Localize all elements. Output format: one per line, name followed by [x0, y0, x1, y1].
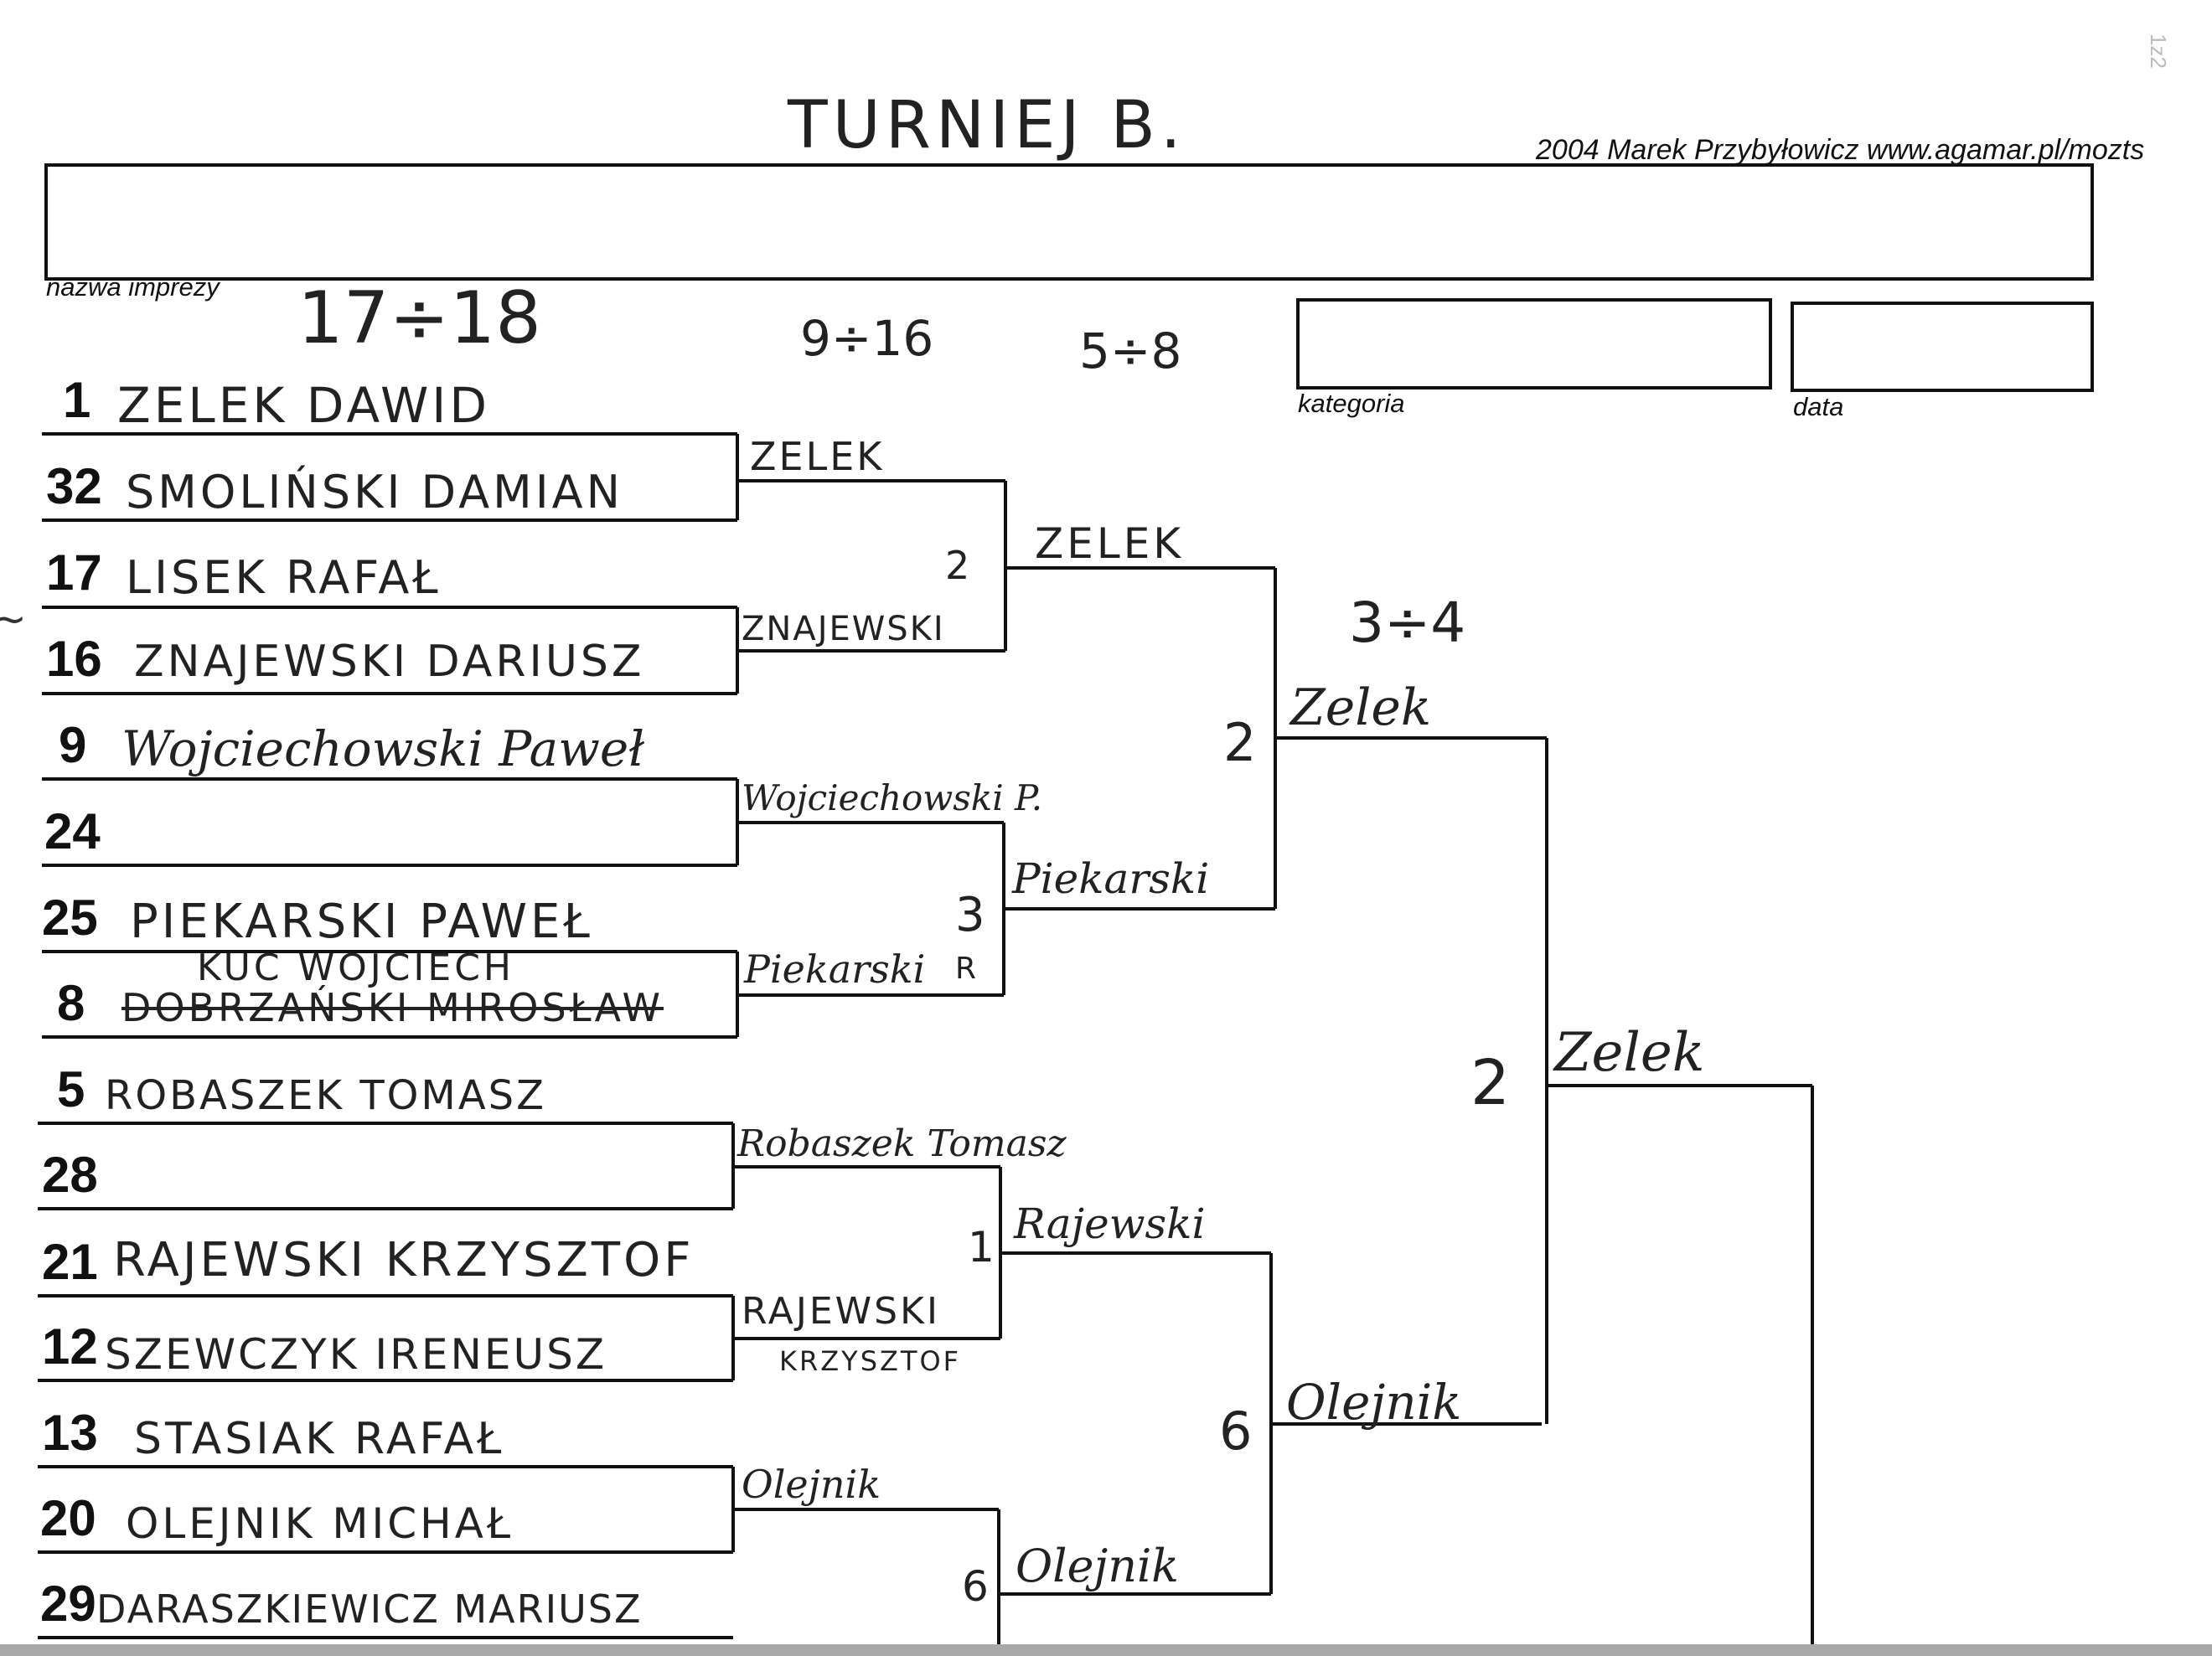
event-name-box	[44, 163, 2094, 281]
player-name: ZNAJEWSKI DARIUSZ	[134, 637, 645, 687]
seed-number: 5	[57, 1061, 85, 1117]
seed-number: 1	[63, 372, 91, 428]
match-score: 2	[1223, 712, 1257, 773]
round-note-5-8: 5÷8	[1079, 322, 1182, 379]
match-score: 1	[968, 1223, 995, 1272]
seed-number: 9	[59, 717, 87, 773]
seed-number: 20	[40, 1490, 96, 1546]
date-label: data	[1793, 392, 1844, 421]
match-score: 3	[955, 888, 985, 942]
seed-number: 17	[46, 544, 102, 601]
player-name: DARASZKIEWICZ MARIUSZ	[96, 1586, 643, 1632]
round2-winner: Olejnik	[742, 1462, 881, 1507]
round2-winner: Wojciechowski P.	[742, 777, 1043, 818]
seed-number: 21	[42, 1234, 98, 1290]
match-score: 2	[945, 543, 970, 588]
player-name: STASIAK RAFAŁ	[134, 1414, 505, 1464]
round-note-9-16: 9÷16	[800, 310, 934, 367]
player-name: LISEK RAFAŁ	[126, 551, 442, 604]
round3-winner: ZELEK	[1035, 519, 1185, 568]
round2-winner: Piekarski	[744, 947, 926, 992]
seed-number: 13	[42, 1405, 98, 1461]
seed-number: 28	[42, 1147, 98, 1203]
player-name: RAJEWSKI KRZYSZTOF	[113, 1233, 695, 1287]
match-note: R	[955, 952, 977, 986]
seed-number: 32	[46, 458, 102, 514]
match-score: 2	[1470, 1047, 1511, 1119]
seed-number: 12	[42, 1318, 98, 1375]
player-name: PIEKARSKI PAWEŁ	[130, 895, 593, 949]
round2-winner: ZNAJEWSKI	[742, 610, 945, 648]
credit-text: 2004 Marek Przybyłowicz www.agamar.pl/mo…	[1536, 134, 2145, 166]
round2-winner: ZELEK	[750, 434, 885, 479]
round3-winner: Piekarski	[1012, 854, 1210, 903]
seed-number: 16	[46, 631, 102, 687]
round3-winner: Olejnik	[1016, 1540, 1180, 1592]
player-name: OLEJNIK MICHAŁ	[126, 1499, 514, 1548]
margin-mark: ~	[0, 595, 27, 643]
player-name-struck: DOBRZAŃSKI MIROSŁAW	[121, 985, 664, 1030]
player-name: SMOLIŃSKI DAMIAN	[126, 466, 623, 518]
player-name: SZEWCZYK IRENEUSZ	[105, 1330, 607, 1379]
round-note-3-4: 3÷4	[1349, 591, 1466, 655]
seed-number: 8	[57, 975, 85, 1031]
round2-winner: Robaszek Tomasz	[737, 1122, 1067, 1165]
match-score: 6	[1219, 1401, 1253, 1462]
player-name: Wojciechowski Paweł	[121, 720, 645, 777]
round4-winner: Zelek	[1290, 678, 1432, 737]
match-score: 6	[962, 1562, 989, 1611]
player-name: ZELEK DAWID	[117, 377, 491, 434]
round-note-17-18: 17÷18	[297, 276, 541, 360]
seed-number: 29	[40, 1576, 96, 1632]
category-label: kategoria	[1298, 389, 1405, 418]
round5-winner: Zelek	[1554, 1022, 1705, 1084]
round2-winner: RAJEWSKI	[742, 1290, 940, 1333]
scan-bottom-bar	[0, 1644, 2212, 1656]
seed-number: 25	[42, 890, 98, 946]
player-name-correction: KUC WOJCIECH	[197, 947, 515, 989]
event-name-label: nazwa imprezy	[46, 272, 220, 302]
tournament-title: TURNIEJ B.	[788, 88, 1186, 163]
round3-winner: Rajewski	[1014, 1199, 1206, 1248]
seed-number: 24	[44, 803, 101, 859]
round2-winner-sub: KRZYSZTOF	[779, 1345, 962, 1377]
round4-winner: Olejnik	[1286, 1374, 1462, 1431]
category-box	[1296, 298, 1772, 389]
date-box	[1791, 302, 2094, 392]
page-marker: 1z2	[2146, 34, 2171, 69]
player-name: ROBASZEK TOMASZ	[105, 1072, 547, 1119]
